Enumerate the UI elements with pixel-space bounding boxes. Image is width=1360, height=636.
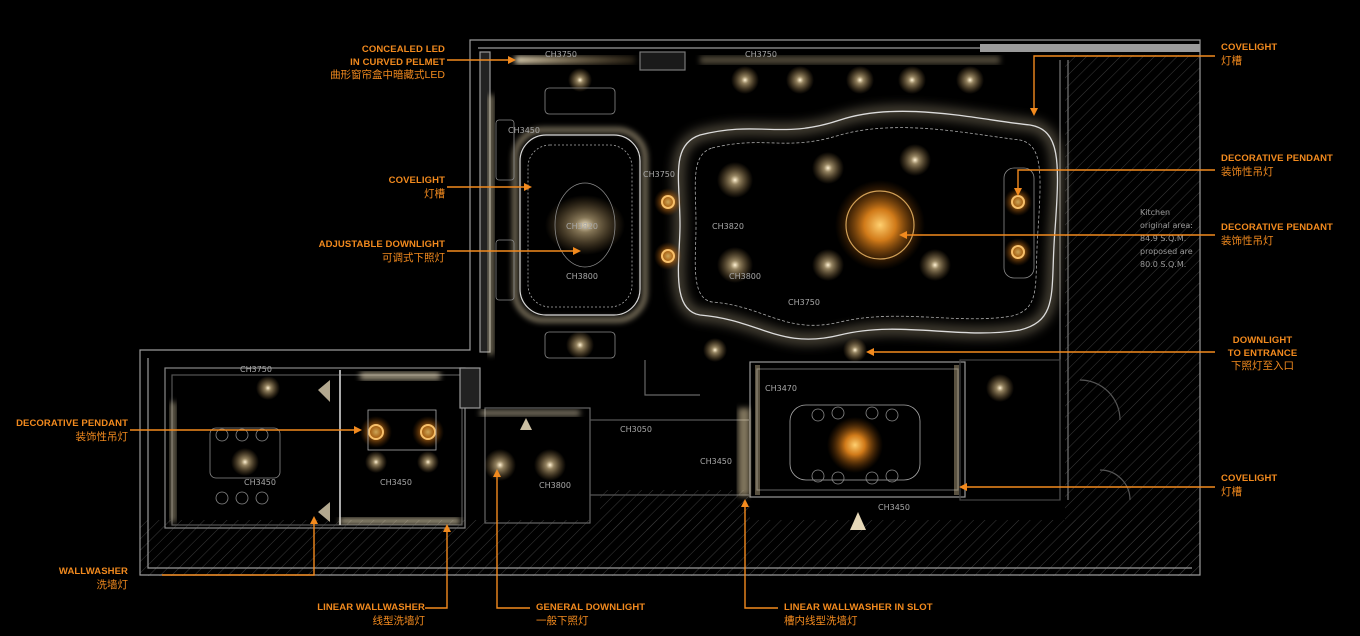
callout-concealed-led: CONCEALED LED IN CURVED PELMET 曲形窗帘盒中暗藏式…	[300, 44, 445, 82]
callout-en: LINEAR WALLWASHER	[317, 602, 425, 613]
ch-label: CH3750	[240, 365, 272, 374]
ch-label: CH3450	[508, 126, 540, 135]
svg-text:80.0 S.Q.M.: 80.0 S.Q.M.	[1140, 260, 1186, 269]
ceiling-height-labels: CH3750 CH3750 CH3450 CH3750 CH3820 CH380…	[240, 50, 910, 512]
callout-en: COVELIGHT	[1221, 473, 1278, 484]
callout-cn: 灯槽	[424, 187, 445, 200]
callout-linear-wallwasher: LINEAR WALLWASHER 线型洗墙灯	[280, 602, 425, 627]
callout-cn: 一般下照灯	[536, 614, 589, 627]
ch-label: CH3450	[878, 503, 910, 512]
private-room-ceiling	[512, 127, 648, 323]
callout-en: IN CURVED PELMET	[350, 56, 445, 68]
callout-decorative-pendant-right-1: DECORATIVE PENDANT 装饰性吊灯	[1221, 153, 1357, 178]
svg-text:84.9 S.Q.M.: 84.9 S.Q.M.	[1140, 234, 1186, 243]
ch-label: CH3800	[566, 272, 598, 281]
kitchen-note: Kitchen original area: 84.9 S.Q.M. propo…	[1140, 208, 1193, 269]
ch-label: CH3750	[788, 298, 820, 307]
callout-general-downlight: GENERAL DOWNLIGHT 一般下照灯	[536, 602, 676, 627]
hatched-walls	[140, 55, 1200, 576]
furniture	[209, 87, 1035, 505]
callout-en: COVELIGHT	[388, 175, 445, 186]
callout-en: ADJUSTABLE DOWNLIGHT	[318, 239, 445, 250]
ch-label: CH3750	[745, 50, 777, 59]
ch-label: CH3750	[643, 170, 675, 179]
ch-label: CH3800	[729, 272, 761, 281]
callout-linear-wallwasher-slot: LINEAR WALLWASHER IN SLOT 槽内线型洗墙灯	[784, 602, 964, 627]
callout-cn: 线型洗墙灯	[372, 614, 426, 627]
callout-cn: 装饰性吊灯	[1221, 165, 1274, 178]
callout-en: DECORATIVE PENDANT	[1221, 153, 1333, 164]
ch-label: CH3820	[712, 222, 744, 231]
cove-lights	[170, 56, 1000, 524]
callout-wallwasher: WALLWASHER 洗墙灯	[20, 566, 128, 591]
walls	[139, 39, 1201, 576]
callout-en: GENERAL DOWNLIGHT	[536, 602, 646, 613]
leader-lines	[130, 55, 1215, 609]
ch-label: CH3820	[566, 222, 598, 231]
downlights	[231, 66, 1014, 530]
ch-label: CH3450	[700, 457, 732, 466]
callout-en: DOWNLIGHT	[1232, 335, 1293, 346]
ch-label: CH3050	[620, 425, 652, 434]
main-dining-ceiling	[674, 107, 1062, 344]
ch-label: CH3750	[545, 50, 577, 59]
callout-adjustable-downlight: ADJUSTABLE DOWNLIGHT 可调式下照灯	[280, 239, 445, 264]
callout-en: WALLWASHER	[58, 566, 128, 577]
callout-decorative-pendant-left: DECORATIVE PENDANT 装饰性吊灯	[0, 418, 128, 443]
ch-label: CH3450	[380, 478, 412, 487]
svg-text:Kitchen: Kitchen	[1140, 208, 1170, 217]
callout-covelight-top-right: COVELIGHT 灯槽	[1221, 42, 1341, 67]
svg-text:original area:: original area:	[1140, 221, 1193, 230]
callout-cn: 灯槽	[1221, 485, 1242, 498]
callout-cn: 装饰性吊灯	[75, 430, 129, 443]
right-room-pendant	[789, 404, 921, 481]
callout-cn: 可调式下照灯	[382, 251, 445, 264]
ch-label: CH3800	[539, 481, 571, 490]
ch-label: CH3470	[765, 384, 797, 393]
callout-decorative-pendant-right-2: DECORATIVE PENDANT 装饰性吊灯	[1221, 222, 1357, 247]
ch-label: CH3450	[244, 478, 276, 487]
leader-arrowheads	[310, 56, 1038, 532]
callout-cn: 槽内线型洗墙灯	[784, 614, 858, 627]
callout-cn: 装饰性吊灯	[1221, 234, 1274, 247]
callout-covelight-bottom-right: COVELIGHT 灯槽	[1221, 473, 1341, 498]
callout-en: CONCEALED LED	[361, 44, 445, 55]
callout-covelight-left: COVELIGHT 灯槽	[300, 175, 445, 200]
svg-text:proposed are: proposed are	[1140, 247, 1193, 256]
callout-en: TO ENTRANCE	[1227, 347, 1298, 359]
callout-en: DECORATIVE PENDANT	[1221, 222, 1333, 233]
callout-en: COVELIGHT	[1221, 42, 1278, 53]
callout-cn: 下照灯至入口	[1231, 360, 1294, 372]
callout-cn: 曲形窗帘盒中暗藏式LED	[330, 69, 445, 81]
callout-en: DECORATIVE PENDANT	[16, 418, 128, 429]
callout-en: LINEAR WALLWASHER IN SLOT	[784, 602, 933, 613]
callout-downlight-entrance: DOWNLIGHT TO ENTRANCE 下照灯至入口	[1210, 335, 1315, 373]
callout-cn: 洗墙灯	[96, 578, 129, 591]
callout-cn: 灯槽	[1221, 54, 1242, 67]
